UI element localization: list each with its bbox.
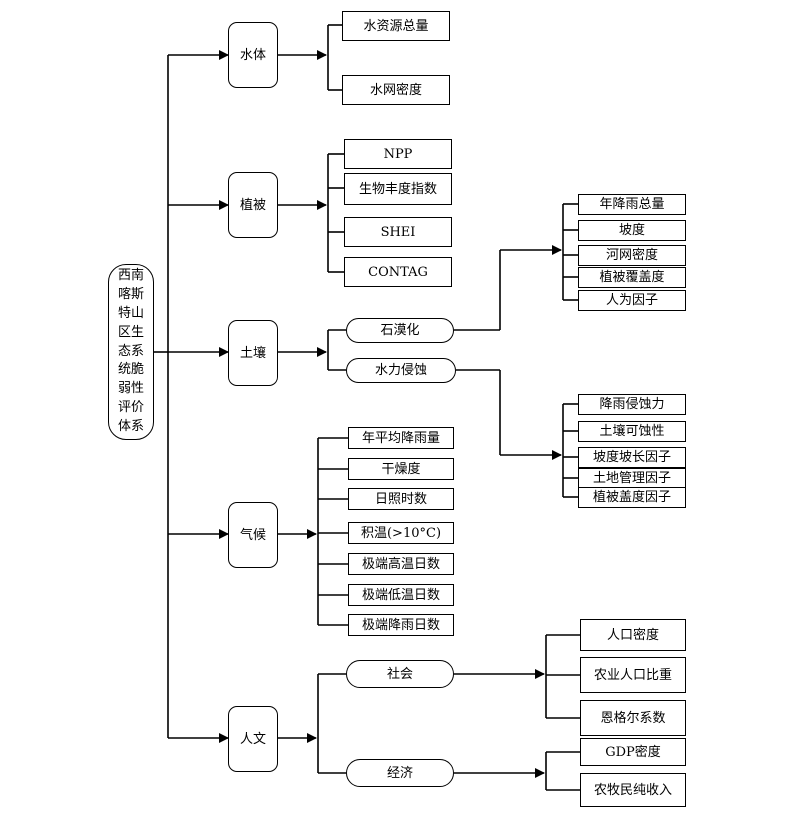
indicator-rocky-3: 植被覆盖度 bbox=[578, 267, 686, 288]
indicator-erosion-4: 植被盖度因子 bbox=[578, 487, 686, 508]
indicator-rocky-0: 年降雨总量 bbox=[578, 194, 686, 215]
soil-group-water-erosion: 水力侵蚀 bbox=[346, 358, 456, 383]
category-water: 水体 bbox=[228, 22, 278, 88]
indicator-vegetation-3: CONTAG bbox=[344, 257, 452, 287]
indicator-climate-5: 极端低温日数 bbox=[348, 584, 454, 606]
humanities-group-economy: 经济 bbox=[346, 759, 454, 787]
indicator-economy-1: 农牧民纯收入 bbox=[580, 773, 686, 807]
indicator-climate-3: 积温(>10°C) bbox=[348, 522, 454, 544]
indicator-rocky-4: 人为因子 bbox=[578, 290, 686, 311]
indicator-society-2: 恩格尔系数 bbox=[580, 700, 686, 736]
indicator-society-1: 农业人口比重 bbox=[580, 657, 686, 693]
indicator-economy-0: GDP密度 bbox=[580, 738, 686, 766]
root-node: 西南喀斯特山区生态系统脆弱性评价体系 bbox=[108, 264, 154, 440]
indicator-erosion-3: 土地管理因子 bbox=[578, 468, 686, 489]
indicator-rocky-2: 河网密度 bbox=[578, 245, 686, 266]
humanities-group-society: 社会 bbox=[346, 660, 454, 688]
indicator-vegetation-1: 生物丰度指数 bbox=[344, 173, 452, 205]
indicator-society-0: 人口密度 bbox=[580, 619, 686, 651]
indicator-climate-0: 年平均降雨量 bbox=[348, 427, 454, 449]
indicator-climate-2: 日照时数 bbox=[348, 488, 454, 510]
indicator-climate-4: 极端高温日数 bbox=[348, 553, 454, 575]
indicator-water-0: 水资源总量 bbox=[342, 11, 450, 41]
category-humanities: 人文 bbox=[228, 706, 278, 772]
indicator-erosion-2: 坡度坡长因子 bbox=[578, 447, 686, 468]
indicator-climate-1: 干燥度 bbox=[348, 458, 454, 480]
indicator-erosion-0: 降雨侵蚀力 bbox=[578, 394, 686, 415]
indicator-vegetation-0: NPP bbox=[344, 139, 452, 169]
category-vegetation: 植被 bbox=[228, 172, 278, 238]
indicator-erosion-1: 土壤可蚀性 bbox=[578, 421, 686, 442]
indicator-rocky-1: 坡度 bbox=[578, 220, 686, 241]
soil-group-rocky-desertification: 石漠化 bbox=[346, 318, 454, 343]
indicator-vegetation-2: SHEI bbox=[344, 217, 452, 247]
category-soil: 土壤 bbox=[228, 320, 278, 386]
indicator-water-1: 水网密度 bbox=[342, 75, 450, 105]
indicator-climate-6: 极端降雨日数 bbox=[348, 614, 454, 636]
category-climate: 气候 bbox=[228, 502, 278, 568]
